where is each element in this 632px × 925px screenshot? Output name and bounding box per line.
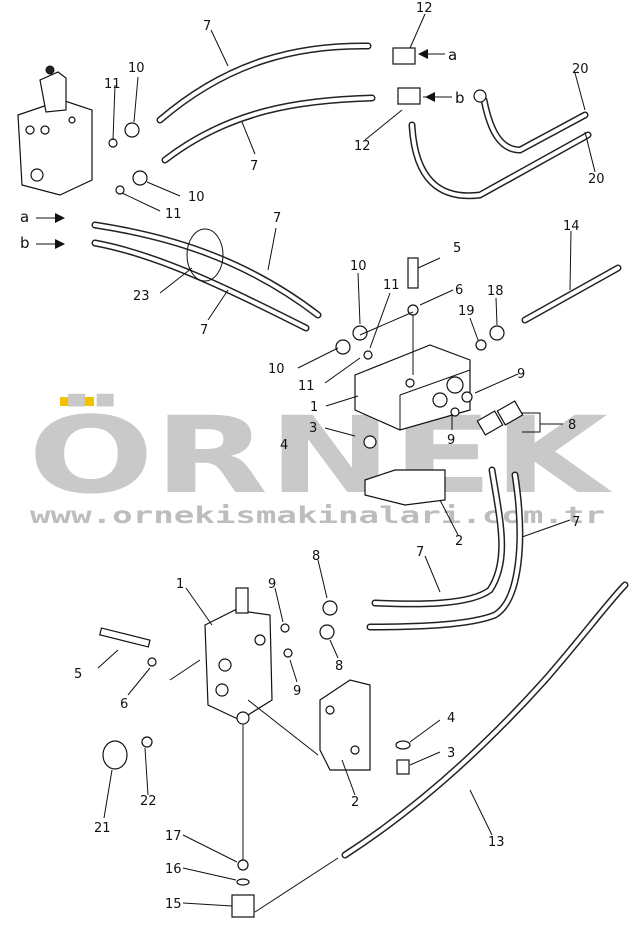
- label-10: 10: [268, 362, 285, 377]
- label-7: 7: [273, 211, 281, 226]
- label-22: 22: [140, 794, 157, 809]
- label-5: 5: [74, 667, 82, 682]
- label-5: 5: [453, 241, 461, 256]
- label-16: 16: [165, 862, 182, 877]
- label-11: 11: [104, 77, 121, 92]
- label-8: 8: [335, 659, 343, 674]
- label-20: 20: [572, 62, 589, 77]
- label-7: 7: [250, 159, 258, 174]
- upper-left-valve: [17, 65, 93, 196]
- pointer-a-label: a: [448, 46, 457, 64]
- label-9: 9: [293, 684, 301, 699]
- label-1: 1: [176, 577, 184, 592]
- label-21: 21: [94, 821, 111, 836]
- label-1: 1: [310, 400, 318, 415]
- label-6: 6: [455, 283, 463, 298]
- label-10: 10: [350, 259, 367, 274]
- connection-pointers: a b a b: [20, 46, 465, 252]
- label-14: 14: [563, 219, 580, 234]
- arrow-right-icon: [55, 239, 65, 249]
- label-6: 6: [120, 697, 128, 712]
- label-9: 9: [447, 433, 455, 448]
- label-23: 23: [133, 289, 150, 304]
- hoses: [91, 42, 629, 859]
- label-3: 3: [447, 746, 455, 761]
- watermark-brand: ÖRNEK: [28, 394, 613, 517]
- label-4: 4: [447, 711, 455, 726]
- watermark-url: www.ornekismakinalari.com.tr: [30, 503, 605, 529]
- watermark-accent-dot: [80, 397, 94, 406]
- label-20: 20: [588, 172, 605, 187]
- watermark: ÖRNEK www.ornekismakinalari.com.tr: [28, 394, 613, 529]
- label-10: 10: [188, 190, 205, 205]
- label-12: 12: [354, 139, 371, 154]
- label-18: 18: [487, 284, 504, 299]
- watermark-accent-dot: [60, 397, 74, 406]
- label-11: 11: [165, 207, 182, 222]
- hose-7-second: [161, 94, 376, 164]
- lower-valve: [99, 587, 411, 918]
- label-3: 3: [309, 421, 317, 436]
- arrow-left-icon: [418, 49, 428, 59]
- arrow-left-icon: [425, 92, 435, 102]
- label-10: 10: [128, 61, 145, 76]
- part-labels: 7 12 10 11 20 12 7 10 11 20 7 14 5 10 11…: [74, 1, 605, 912]
- hose-clamp-23: [186, 228, 224, 282]
- pointer-b-label: b: [20, 234, 30, 252]
- label-12: 12: [416, 1, 433, 16]
- label-17: 17: [165, 829, 182, 844]
- label-9: 9: [517, 367, 525, 382]
- label-7: 7: [203, 19, 211, 34]
- label-2: 2: [351, 795, 359, 810]
- hose-a-mid: [91, 221, 322, 319]
- fittings: [108, 47, 524, 658]
- label-15: 15: [165, 897, 182, 912]
- label-2: 2: [455, 534, 463, 549]
- pointer-b-label: b: [455, 89, 465, 107]
- label-13: 13: [488, 835, 505, 850]
- label-7: 7: [200, 323, 208, 338]
- label-8: 8: [312, 549, 320, 564]
- label-9: 9: [268, 577, 276, 592]
- upper-main-valve: [354, 257, 471, 506]
- label-19: 19: [458, 304, 475, 319]
- arrow-right-icon: [55, 213, 65, 223]
- label-11: 11: [298, 379, 315, 394]
- label-7: 7: [572, 515, 580, 530]
- label-8: 8: [568, 418, 576, 433]
- label-4: 4: [280, 438, 288, 453]
- label-11: 11: [383, 278, 400, 293]
- label-7: 7: [416, 545, 424, 560]
- pointer-a-label: a: [20, 208, 29, 226]
